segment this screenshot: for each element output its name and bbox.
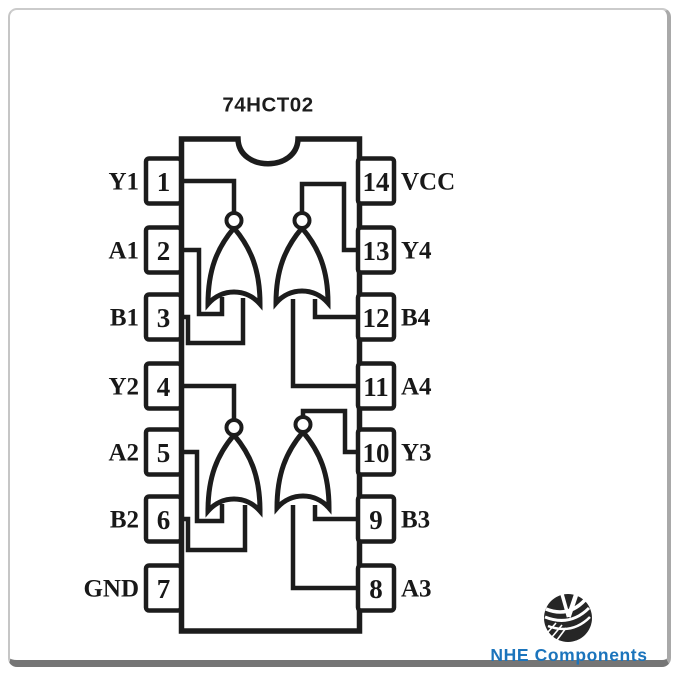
pin-14-number: 14 xyxy=(363,167,390,197)
pin-12: 12 xyxy=(355,292,397,342)
pin-5: 5 xyxy=(143,427,184,477)
pin-9: 9 xyxy=(355,494,397,544)
nor-gate-4-body xyxy=(273,224,331,310)
pin-6-number: 6 xyxy=(157,505,171,535)
wire-b1-input xyxy=(179,298,246,346)
wire-a2-input xyxy=(179,449,225,524)
pin-2-number: 2 xyxy=(157,236,171,266)
pin-13-label: Y4 xyxy=(401,238,432,265)
nor-gate-1-inversion-bubble-icon xyxy=(224,211,244,230)
pin-5-box xyxy=(143,427,184,477)
pin-3: 3 xyxy=(143,292,184,342)
wire-b4-input xyxy=(312,299,362,320)
nhe-logo-icon xyxy=(544,591,592,642)
pin-11: 11 xyxy=(355,361,397,411)
pin-12-label: B4 xyxy=(401,305,431,332)
pin-7-number: 7 xyxy=(157,574,171,604)
wire-a3-input xyxy=(290,505,362,591)
pin-10: 10 xyxy=(355,427,397,477)
pin-6-label: B2 xyxy=(110,507,139,534)
pin-8: 8 xyxy=(355,563,397,613)
pin-8-number: 8 xyxy=(369,574,383,604)
pin-2-box xyxy=(143,225,184,275)
pin-4-number: 4 xyxy=(157,372,171,402)
pin-1: 1 xyxy=(143,156,184,206)
pin-14-label: VCC xyxy=(401,169,455,196)
pin-9-box xyxy=(355,494,397,544)
pin-11-label: A4 xyxy=(401,374,432,401)
pin-5-label: A2 xyxy=(108,440,139,467)
pin-10-box xyxy=(355,427,397,477)
pin-8-box xyxy=(355,563,397,613)
pin-14: 14 xyxy=(355,156,397,206)
pin-7-box xyxy=(143,563,184,613)
pin-14-box xyxy=(355,156,397,206)
pin-9-label: B3 xyxy=(401,507,430,534)
pin-6: 6 xyxy=(143,494,184,544)
pin-12-number: 12 xyxy=(363,303,390,333)
wire-y3-output xyxy=(300,408,362,455)
pin-3-number: 3 xyxy=(157,303,171,333)
pin-2: 2 xyxy=(143,225,184,275)
logo-hatch-lines xyxy=(547,622,567,641)
wire-y1-output xyxy=(179,178,237,214)
pin-11-box xyxy=(355,361,397,411)
nor-gate-4-inversion-bubble-icon xyxy=(292,211,312,230)
pin-7-label: GND xyxy=(83,576,139,603)
pin-10-number: 10 xyxy=(363,438,390,468)
nor-gate-1-body xyxy=(205,224,263,311)
nor-gate-2-inversion-bubble-icon xyxy=(224,418,244,437)
pin-8-label: A3 xyxy=(401,576,432,603)
ic-body-outline xyxy=(178,136,363,634)
pin-7: 7 xyxy=(143,563,184,613)
pin-13-number: 13 xyxy=(363,236,390,266)
pin-4-label: Y2 xyxy=(108,374,139,401)
pin-3-box xyxy=(143,292,184,342)
nor-gate-3-inversion-bubble-icon xyxy=(293,415,313,434)
pin-3-label: B1 xyxy=(110,305,139,332)
nor-gate-2-body xyxy=(205,431,263,518)
wire-a1-input xyxy=(179,247,225,317)
page-title: 74HCT02 xyxy=(222,94,313,117)
logo-swoosh-2 xyxy=(544,606,591,622)
pin-2-label: A1 xyxy=(108,238,139,265)
wire-b2-input xyxy=(179,505,248,553)
pin-1-label: Y1 xyxy=(108,169,139,196)
logo-text: NHE Components xyxy=(490,645,647,665)
wire-y2-output xyxy=(179,383,237,421)
pin-9-number: 9 xyxy=(369,505,383,535)
pin-4-box xyxy=(143,361,184,411)
logo-wedge-right xyxy=(566,591,580,618)
wire-y4-output xyxy=(299,181,362,253)
logo-wedge-left xyxy=(560,593,571,618)
nor-gate-3-body xyxy=(274,428,332,515)
pin-5-number: 5 xyxy=(157,438,171,468)
pin-10-label: Y3 xyxy=(401,440,432,467)
wire-a4-input xyxy=(290,299,362,389)
pin-1-number: 1 xyxy=(157,167,171,197)
pin-6-box xyxy=(143,494,184,544)
pin-12-box xyxy=(355,292,397,342)
pin-4: 4 xyxy=(143,361,184,411)
logo-swoosh-1 xyxy=(545,598,587,614)
pin-1-box xyxy=(143,156,184,206)
pin-13: 13 xyxy=(355,225,397,275)
pin-11-number: 11 xyxy=(363,372,389,402)
pin-13-box xyxy=(355,225,397,275)
image-frame xyxy=(8,8,671,667)
wire-b3-input xyxy=(312,505,362,522)
